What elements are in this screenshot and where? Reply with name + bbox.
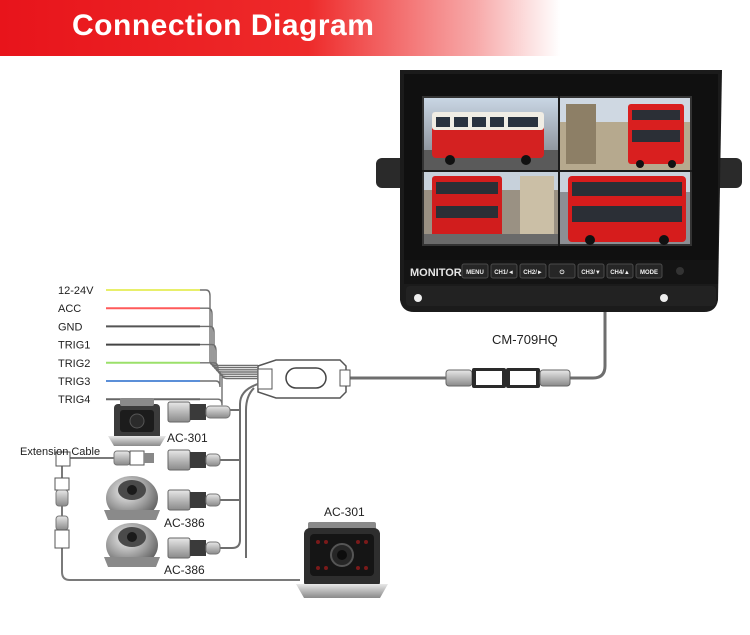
monitor-button-5[interactable]: CH3/▼ bbox=[577, 263, 605, 279]
monitor-button-label: ⏻ bbox=[560, 269, 565, 276]
camera-label-2: AC-386 bbox=[164, 516, 205, 530]
wire-trunk bbox=[200, 343, 258, 373]
wire-label: TRIG4 bbox=[58, 394, 90, 406]
wire-label: ACC bbox=[58, 303, 81, 315]
screen-quadrant-4 bbox=[560, 172, 690, 245]
monitor-model-label: CM-709HQ bbox=[492, 332, 558, 347]
camera-label-1: AC-301 bbox=[167, 431, 208, 445]
camera-plug-4 bbox=[167, 537, 221, 559]
extension-cable-label: Extension Cable bbox=[20, 446, 100, 458]
monitor-button-1[interactable]: MENU bbox=[461, 263, 489, 279]
monitor-button-label: CH4/▲ bbox=[610, 270, 630, 276]
wire-label: TRIG1 bbox=[58, 340, 90, 352]
ir-sensor-icon bbox=[676, 267, 684, 275]
dome-camera-1 bbox=[104, 476, 160, 520]
wire-trig1 bbox=[106, 343, 258, 373]
wire-trig3 bbox=[106, 372, 258, 388]
wire-label: GND bbox=[58, 321, 83, 333]
page-title: Connection Diagram bbox=[72, 9, 375, 42]
aviation-connector bbox=[445, 368, 571, 388]
monitor-button-label: CH3/▼ bbox=[581, 270, 601, 276]
box-camera-2 bbox=[296, 522, 388, 598]
wire-trunk bbox=[200, 374, 258, 406]
monitor-button-label: CH2/► bbox=[523, 270, 543, 276]
camera-branch-cables bbox=[218, 383, 259, 558]
monitor-screen bbox=[422, 96, 692, 246]
harness-junction-box bbox=[257, 359, 351, 399]
monitor-button-row: MENU CH1/◄ CH2/► ⏻ CH3/▼ CH4/▲ MODE bbox=[461, 263, 663, 279]
header-banner: Connection Diagram bbox=[0, 0, 560, 56]
wire-label: TRIG3 bbox=[58, 376, 90, 388]
monitor-button-7[interactable]: MODE bbox=[635, 263, 663, 279]
monitor-button-3[interactable]: CH2/► bbox=[519, 263, 547, 279]
camera-label-4: AC-301 bbox=[324, 505, 365, 519]
monitor-button-label: MODE bbox=[640, 270, 658, 276]
monitor-button-label: CH1/◄ bbox=[494, 270, 514, 276]
monitor-button-6[interactable]: CH4/▲ bbox=[606, 263, 634, 279]
bracket-left bbox=[376, 158, 406, 188]
wire-acc bbox=[106, 307, 258, 369]
camera-plug-3 bbox=[167, 489, 221, 511]
wire-trunk bbox=[200, 362, 258, 375]
screen-quadrant-3 bbox=[424, 172, 558, 244]
wire-trig2 bbox=[106, 361, 258, 375]
box-camera-1 bbox=[108, 398, 166, 446]
wire-12-24v bbox=[106, 289, 258, 367]
camera-plug-2 bbox=[167, 449, 221, 471]
power-wire-group bbox=[106, 289, 258, 406]
extension-plug-middle bbox=[54, 477, 70, 507]
monitor: MONITOR MENU CH1/◄ CH2/► ⏻ CH3/▼ CH4/▲ MODE bbox=[376, 70, 742, 312]
extension-plug-top bbox=[55, 450, 154, 467]
monitor-button-4[interactable]: ⏻ bbox=[548, 263, 576, 279]
monitor-button-label: MENU bbox=[466, 270, 484, 276]
wire-label: TRIG2 bbox=[58, 358, 90, 370]
screen-quadrant-1 bbox=[424, 98, 558, 170]
extension-plug-bottom bbox=[54, 515, 70, 549]
wire-trunk bbox=[200, 307, 258, 369]
extension-cable bbox=[61, 457, 300, 581]
monitor-brand-label: MONITOR bbox=[410, 267, 462, 279]
wire-trunk bbox=[200, 289, 258, 367]
wire-label: 12-24V bbox=[58, 285, 94, 297]
monitor-button-2[interactable]: CH1/◄ bbox=[490, 263, 518, 279]
screen-quadrant-2 bbox=[560, 98, 690, 170]
camera-label-3: AC-386 bbox=[164, 563, 205, 577]
wire-trunk bbox=[200, 372, 258, 388]
camera-plug-1 bbox=[167, 401, 231, 423]
monitor-cable bbox=[340, 312, 607, 380]
dome-camera-2 bbox=[104, 523, 160, 567]
